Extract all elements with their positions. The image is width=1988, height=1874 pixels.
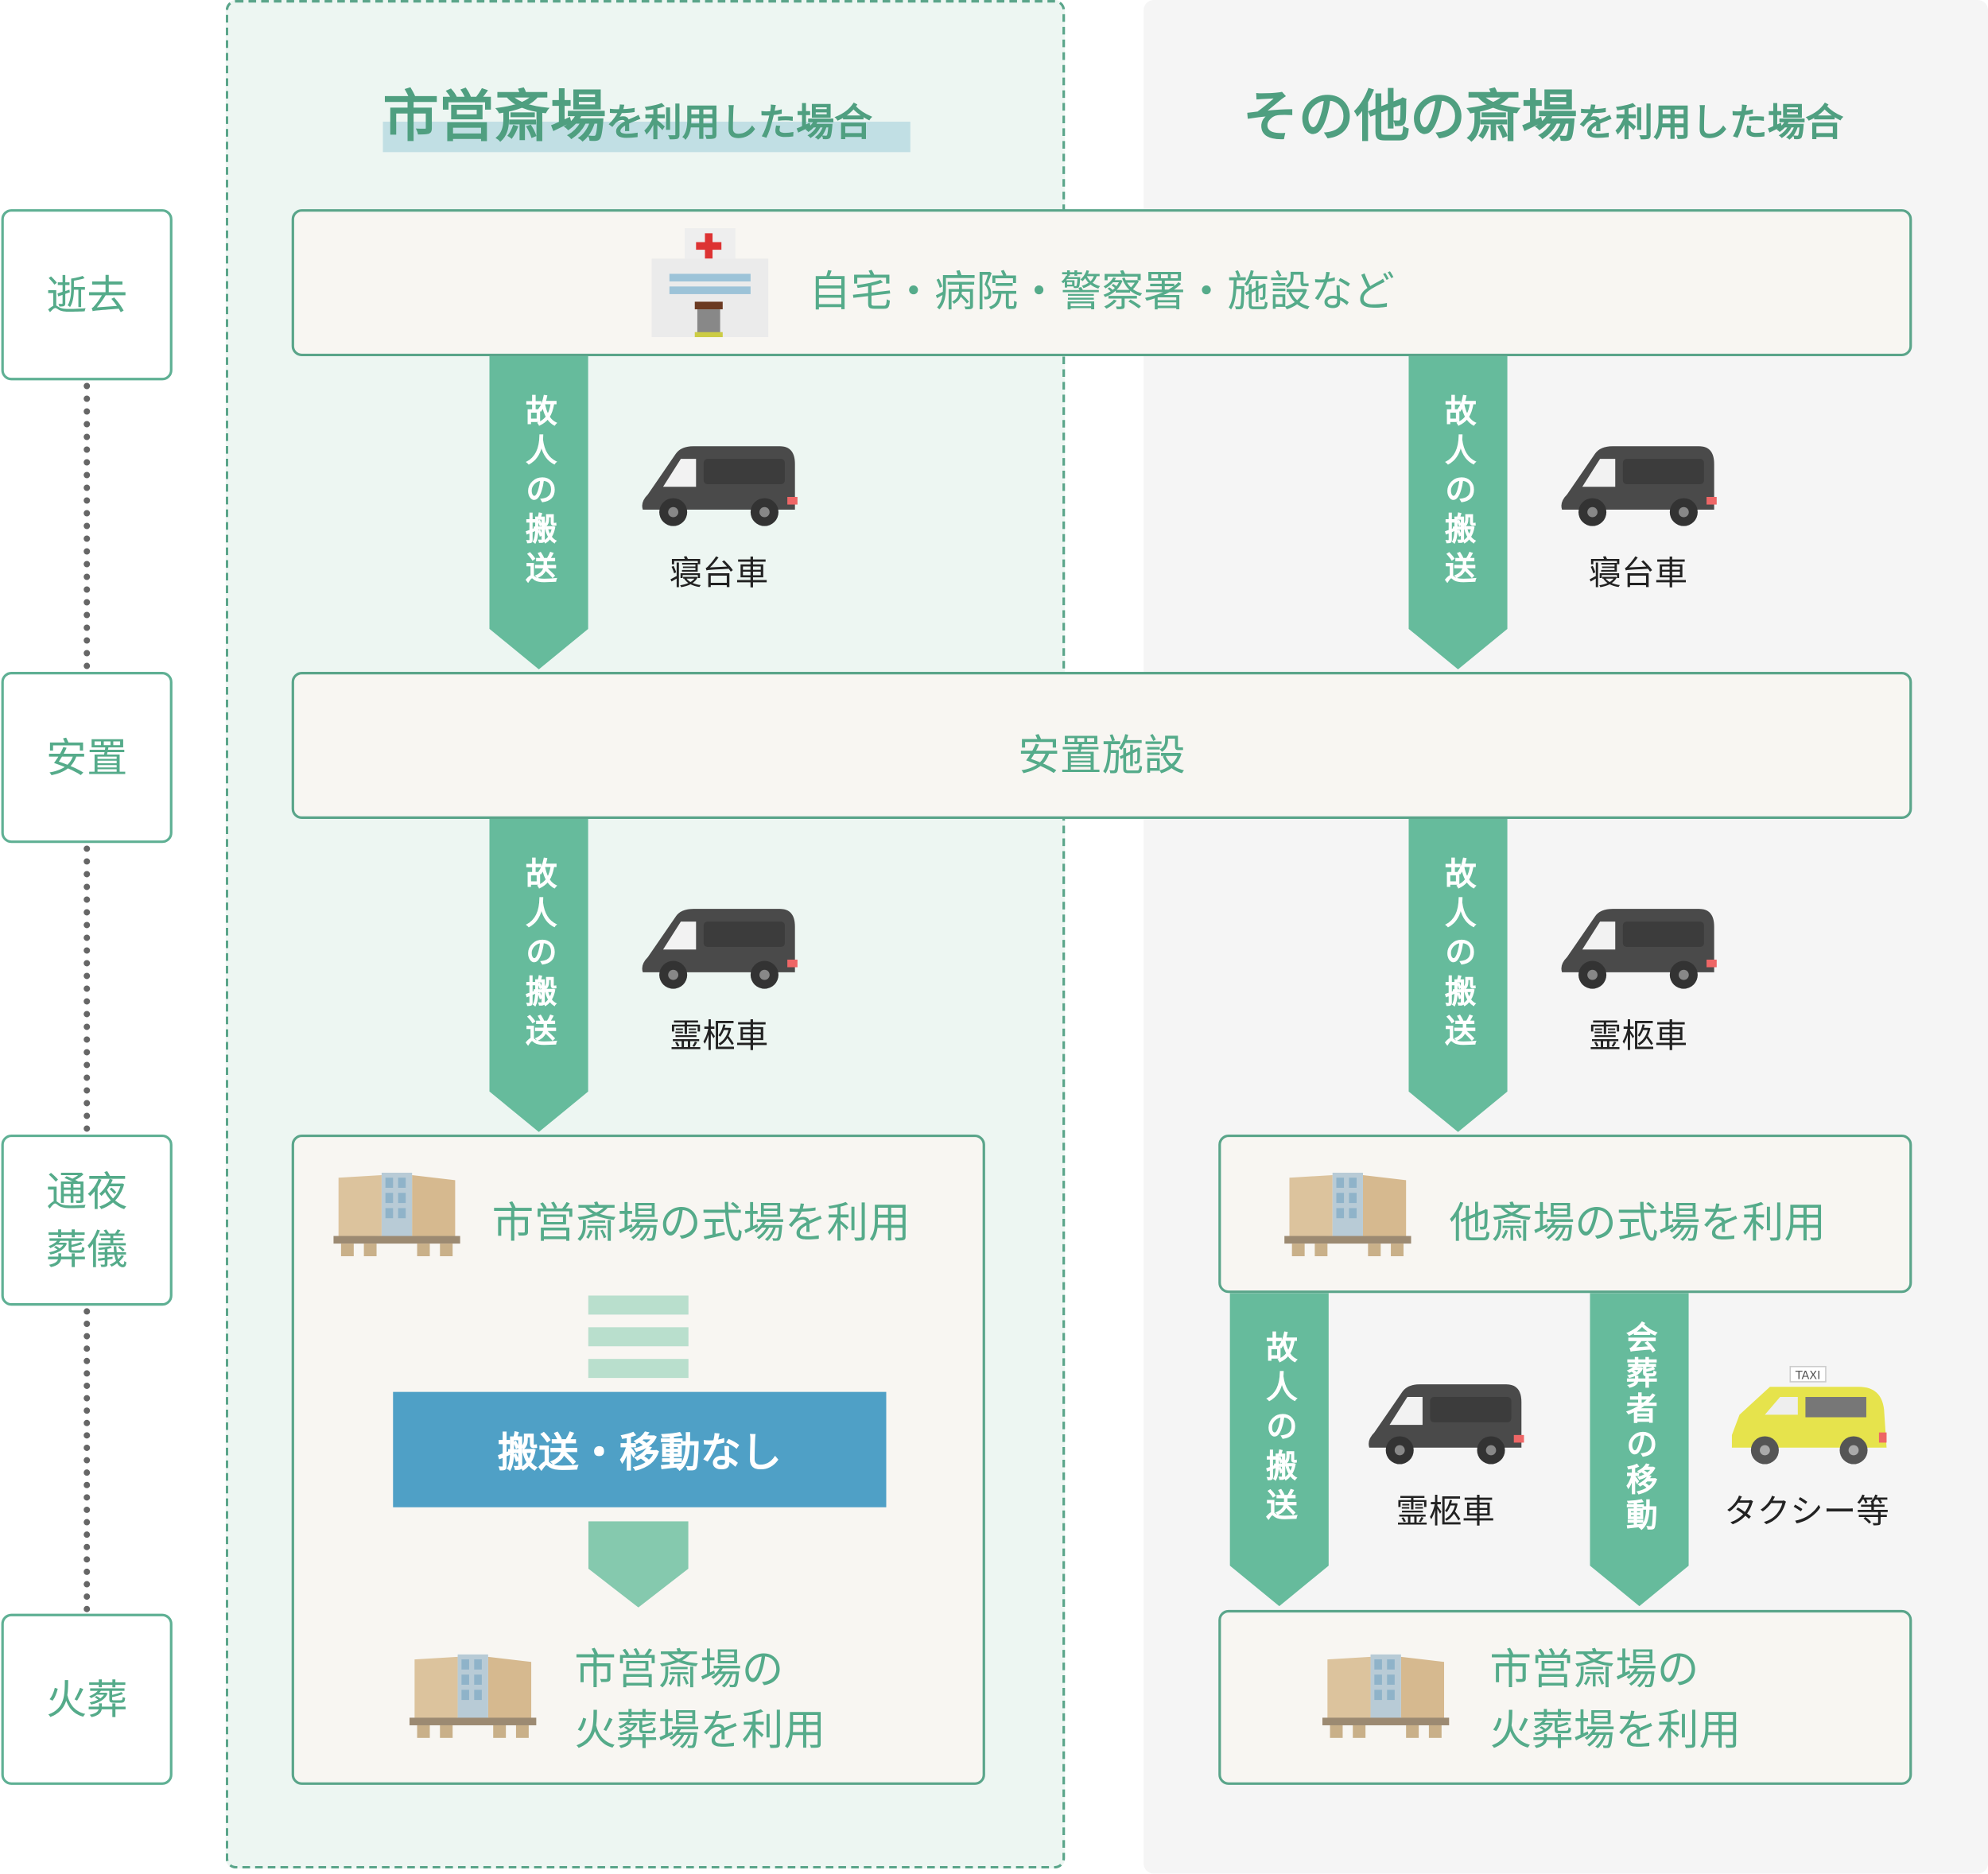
text-line: 市営斎場の xyxy=(1489,1643,1699,1694)
connector-bar xyxy=(588,1295,689,1315)
arrow-label: 故人の搬送 xyxy=(1261,1331,1299,1528)
title-main: 市営斎場 xyxy=(382,84,607,150)
timeline-dots xyxy=(83,845,91,1132)
hearse-icon xyxy=(1365,1382,1527,1471)
funeral-hall-icon xyxy=(1284,1173,1411,1256)
vehicle-label: 霊柩車 xyxy=(1588,1018,1688,1057)
municipal-funeral-text: 市営斎場の式場を利用 xyxy=(491,1197,911,1247)
sleeper-car-icon xyxy=(638,444,800,533)
arrow-label: 故人の搬送 xyxy=(521,394,558,591)
title-main: その他の斎場 xyxy=(1242,84,1578,150)
other-cremation-text: 市営斎場の 火葬場を利用 xyxy=(1489,1639,1741,1761)
transport-arrow: 故人の搬送 xyxy=(1408,819,1507,1132)
taxi-icon: TAXI xyxy=(1731,1365,1887,1465)
hearse-icon xyxy=(638,906,800,995)
resting-facility-box xyxy=(291,672,1912,819)
vehicle-label: 霊柩車 xyxy=(1396,1493,1495,1532)
vehicle-label: 寝台車 xyxy=(669,555,769,594)
hearse-icon xyxy=(1557,906,1719,995)
stage-funeral: 通夜 葬儀 xyxy=(1,1134,173,1306)
vehicle-label: 霊柩車 xyxy=(669,1018,769,1057)
title-suffix: を利用した場合 xyxy=(1577,101,1844,146)
transport-arrow: 故人の搬送 xyxy=(489,356,588,669)
vehicle-label: タクシー等 xyxy=(1724,1493,1889,1532)
vehicle-label: 寝台車 xyxy=(1588,555,1688,594)
no-transfer-text: 搬送・移動なし xyxy=(497,1428,782,1476)
timeline-dots xyxy=(83,382,91,669)
arrow-label: 故人の搬送 xyxy=(521,856,558,1053)
sleeper-car-icon xyxy=(1557,444,1719,533)
crematorium-icon xyxy=(1322,1655,1449,1738)
stage-cremation: 火葬 xyxy=(1,1613,173,1785)
arrow-label: 故人の搬送 xyxy=(1440,856,1477,1053)
other-column-title: その他の斎場を利用した場合 xyxy=(1243,71,1844,152)
text-line: 火葬場を利用 xyxy=(1489,1705,1741,1755)
transport-arrow: 故人の搬送 xyxy=(1230,1293,1329,1606)
hospital-icon xyxy=(651,227,769,338)
municipal-cremation-text: 市営斎場の 火葬場を利用 xyxy=(574,1639,825,1761)
resting-facility-text: 安置施設 xyxy=(1018,730,1186,780)
transport-arrow: 故人の搬送 xyxy=(1408,356,1507,669)
text-line: 市営斎場の xyxy=(574,1643,784,1694)
title-suffix: を利用した場合 xyxy=(606,101,872,146)
arrow-label: 故人の搬送 xyxy=(1440,394,1477,591)
no-transfer-banner: 搬送・移動なし xyxy=(393,1391,887,1507)
taxi-sign: TAXI xyxy=(1795,1370,1820,1383)
stage-death: 逝去 xyxy=(1,209,173,381)
funeral-hall-icon xyxy=(333,1173,460,1256)
connector-bar xyxy=(588,1327,689,1347)
text-line: 火葬場を利用 xyxy=(574,1705,825,1755)
timeline-dots xyxy=(83,1308,91,1613)
transport-arrow: 故人の搬送 xyxy=(489,819,588,1132)
mourners-arrow: 会葬者の移動 xyxy=(1590,1293,1688,1606)
stage-resting: 安置 xyxy=(1,672,173,844)
title-highlight xyxy=(382,122,911,153)
death-place-text: 自宅・病院・警察署・施設など xyxy=(809,266,1395,316)
arrow-label: 会葬者の移動 xyxy=(1621,1321,1659,1535)
crematorium-icon xyxy=(410,1655,536,1738)
other-funeral-text: 他斎場の式場を利用 xyxy=(1449,1197,1826,1247)
municipal-column-title: 市営斎場を利用した場合 xyxy=(383,71,872,152)
death-place-box xyxy=(291,209,1912,357)
connector-bar xyxy=(588,1359,689,1379)
